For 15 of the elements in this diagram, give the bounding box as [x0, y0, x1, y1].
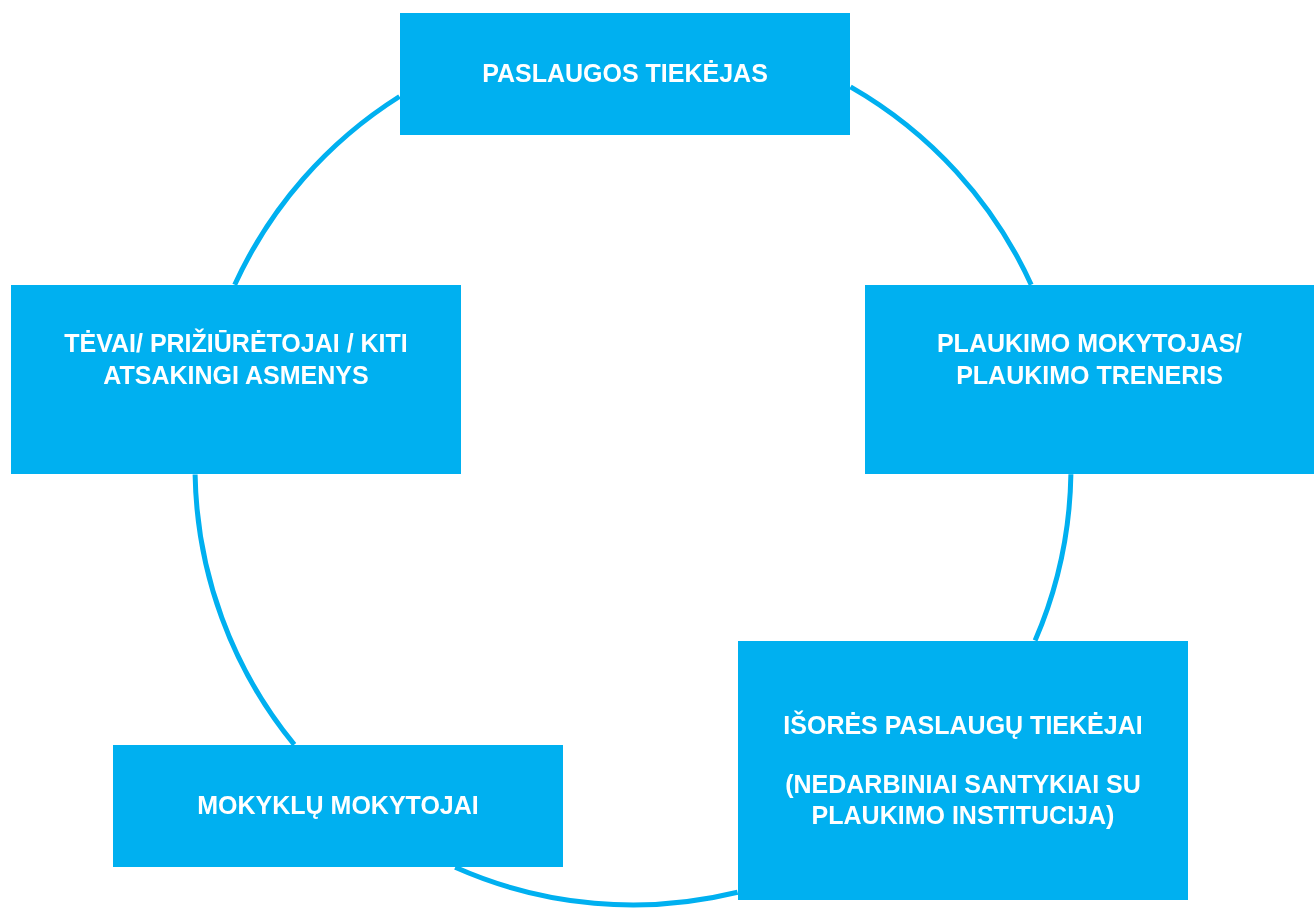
role-label: MOKYKLŲ MOKYTOJAI [197, 790, 479, 822]
role-label: PLAUKIMO MOKYTOJAS/ PLAUKIMO TRENERIS [935, 328, 1244, 391]
connector-arc [232, 94, 401, 286]
connector-arc [1032, 474, 1074, 642]
role-box [400, 13, 850, 135]
role-label: TĖVAI/ PRIŽIŪRĖTOJAI / KITI ATSAKINGI ASMENYS [63, 328, 409, 391]
connector-arc [849, 84, 1034, 286]
role-note: (NEDARBINIAI SANTYKIAI SU PLAUKIMO INSTITUCIJA) [784, 768, 1142, 832]
role-label: IŠORĖS PASLAUGŲ TIEKĖJAI [783, 709, 1143, 741]
role-label: PASLAUGOS TIEKĖJAS [482, 58, 768, 90]
role-box [865, 285, 1314, 474]
role-box [11, 285, 461, 474]
role-box [113, 745, 563, 867]
connector-arc [192, 474, 297, 747]
role-box [738, 641, 1188, 900]
